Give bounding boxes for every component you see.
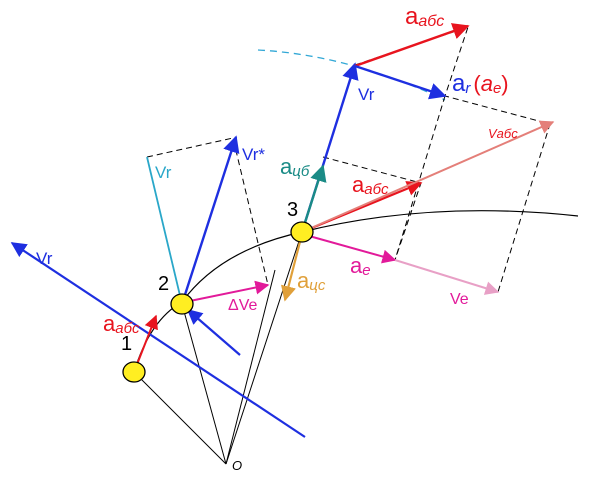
radius-line-2 [181, 303, 227, 465]
dash-top-parallelogram [354, 26, 551, 293]
dash-ar-link [394, 95, 446, 261]
radius-line-3 [225, 231, 303, 465]
label-delta-ve: ΔVe [228, 297, 257, 314]
a-cb-arrow [300, 164, 327, 233]
label-a-e: ae [350, 253, 371, 279]
label-a-abs-3: aабс [352, 172, 389, 198]
trajectory-curve [133, 210, 579, 373]
label-vr-star: Vr* [242, 145, 265, 164]
dashed-path-arc [257, 49, 446, 101]
label-origin: O [232, 458, 242, 473]
a-e-arrow [301, 233, 397, 264]
ve-arrow [394, 259, 500, 295]
radius-line-1 [133, 371, 227, 465]
label-v-abs: Vабс [488, 126, 518, 141]
label-num1: 1 [121, 333, 132, 355]
a-r-arrow [354, 64, 447, 100]
label-a-r: ar(ae) [452, 70, 509, 97]
vr-line-long [10, 242, 306, 438]
vr-arrow-into-2 [186, 308, 241, 356]
point-3-marker [290, 221, 314, 243]
v-abs-arrow [301, 120, 555, 233]
label-num2: 2 [158, 273, 169, 295]
label-num3: 3 [287, 199, 298, 221]
vr-cyan-arrow [146, 156, 183, 305]
label-vr-top: Vr [358, 85, 375, 104]
vr-star-arrow [180, 135, 240, 305]
label-ve: Ve [450, 291, 469, 308]
dashed-construction-lines [146, 26, 551, 293]
label-vr-blue-left: Vr [36, 249, 53, 268]
label-a-cs: aцс [297, 268, 326, 294]
a-cs-arrow [281, 233, 304, 302]
label-a-cb: aцб [280, 154, 310, 180]
radius-lines [133, 231, 303, 465]
point-1-marker [122, 361, 146, 383]
a-abs-arrow-top [354, 23, 470, 68]
delta-ve-arrow [184, 280, 270, 303]
label-a-abs-1: aабс [103, 311, 140, 337]
label-a-abs-top: aабс [405, 3, 444, 30]
radius-line-4 [225, 269, 276, 465]
point-2-marker [170, 293, 194, 315]
label-vr-cyan: Vr [155, 163, 172, 182]
